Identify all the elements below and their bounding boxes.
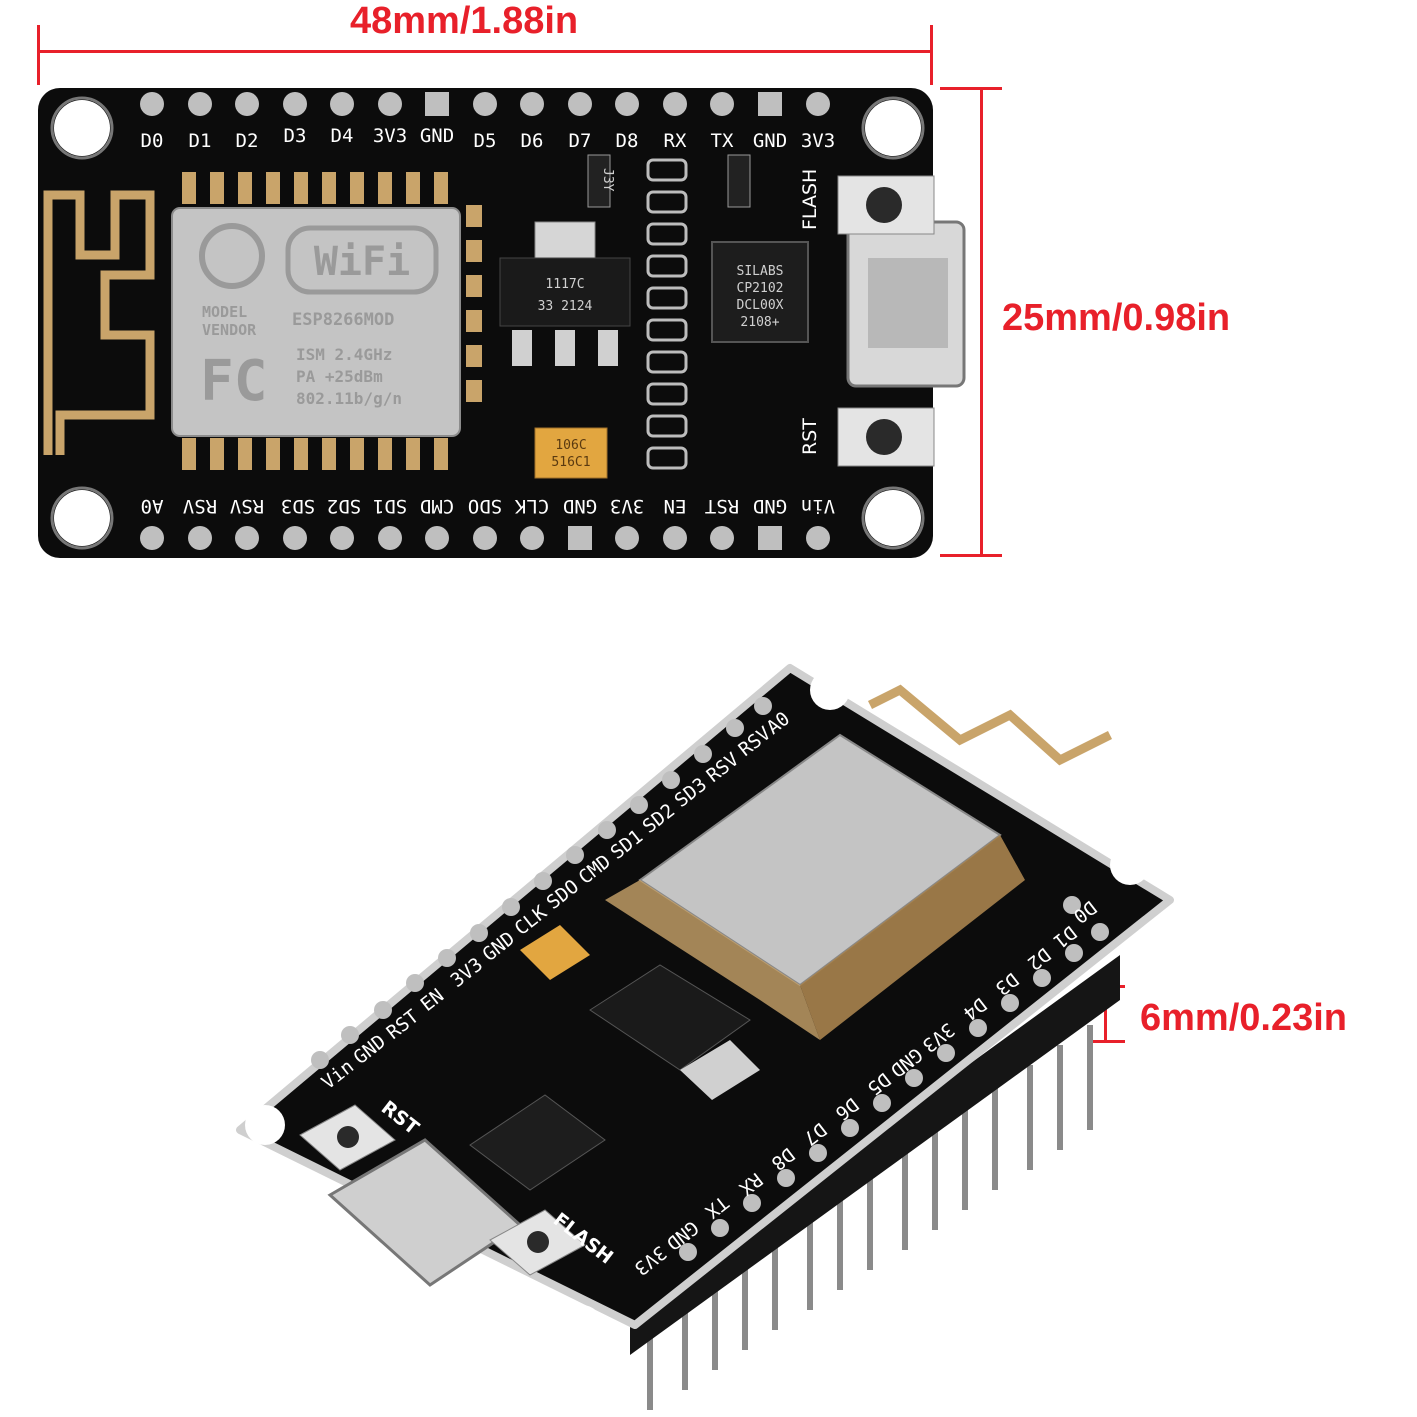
pin-label: GND: [753, 495, 787, 517]
svg-text:VENDOR: VENDOR: [202, 321, 257, 339]
pin-label: GND: [563, 495, 597, 517]
svg-text:SILABS: SILABS: [737, 264, 784, 279]
pin-dimension-line: [1104, 986, 1107, 1042]
svg-text:PA +25dBm: PA +25dBm: [296, 367, 383, 386]
height-dimension-label: 25mm/0.98in: [1002, 297, 1231, 339]
pin-label: SD2: [327, 495, 361, 517]
flash-label: FLASH: [799, 169, 821, 230]
pin-label: CLK: [514, 495, 549, 517]
pin-label: D5: [474, 130, 497, 152]
pin-label: 3V3: [610, 495, 644, 517]
svg-text:J3Y: J3Y: [600, 168, 615, 192]
height-dimension-tick-top: [940, 87, 1002, 90]
width-dimension-tick-left: [37, 25, 40, 85]
svg-text:516C1: 516C1: [551, 455, 590, 470]
pin-label: 3V3: [373, 125, 407, 147]
svg-text:ESP8266MOD: ESP8266MOD: [292, 310, 394, 330]
pin-label: 3V3: [801, 130, 835, 152]
board-angled-view: Vin GND RST EN 3V3 GND CLK SDO CMD SD1 S…: [236, 664, 1174, 1410]
pin-label: D0: [141, 130, 164, 152]
width-dimension-label: 48mm/1.88in: [350, 0, 579, 42]
svg-text:1117C: 1117C: [545, 277, 584, 292]
bottom-pin-labels: A0 RSV RSV SD3 SD2 SD1 CMD SDO CLK GND 3…: [141, 495, 836, 517]
pin-label: D8: [616, 130, 639, 152]
pin-label: D4: [331, 125, 354, 147]
height-dimension-line: [980, 88, 983, 556]
pin-label: EN: [664, 495, 687, 517]
pin-label: D6: [521, 130, 544, 152]
svg-text:MODEL: MODEL: [202, 303, 247, 321]
pin-label: D2: [236, 130, 259, 152]
svg-text:2108+: 2108+: [740, 315, 779, 330]
pin-label: D3: [284, 125, 307, 147]
pin-label: RSV: [230, 495, 264, 517]
svg-text:ISM 2.4GHz: ISM 2.4GHz: [296, 345, 392, 364]
board-top-view: D0 D1 D2 D3 D4 3V3 GND D5 D6 D7 D8 RX TX…: [38, 88, 966, 558]
pin-label: GND: [753, 130, 787, 152]
top-pin-labels: D0 D1 D2 D3 D4 3V3 GND D5 D6 D7 D8 RX TX…: [141, 125, 836, 152]
width-dimension-line: [38, 50, 933, 53]
esp8266-module-shield: [171, 207, 461, 437]
pin-label: TX: [711, 130, 734, 152]
width-dimension-tick-right: [930, 25, 933, 85]
svg-text:CP2102: CP2102: [737, 281, 784, 296]
pin-dimension-tick-bottom: [1093, 1040, 1125, 1043]
pin-label: SD3: [281, 495, 315, 517]
svg-text:802.11b/g/n: 802.11b/g/n: [296, 389, 402, 408]
svg-text:WiFi: WiFi: [314, 239, 410, 285]
pin-label: SDO: [468, 495, 502, 517]
pin-label: Vin: [801, 495, 835, 517]
pin-label: D1: [189, 130, 212, 152]
pin-label: SD1: [373, 495, 407, 517]
pin-label: RST: [705, 495, 739, 517]
pin-label: A0: [141, 495, 164, 517]
svg-text:DCL00X: DCL00X: [737, 298, 784, 313]
pin-label: RX: [664, 130, 687, 152]
pin-dimension-label: 6mm/0.23in: [1140, 997, 1347, 1039]
pin-label: CMD: [420, 495, 454, 517]
pin-label: RSV: [183, 495, 217, 517]
svg-text:33 2124: 33 2124: [538, 299, 593, 314]
svg-text:FC: FC: [200, 349, 267, 414]
pin-label: D7: [569, 130, 592, 152]
pin-label: GND: [420, 125, 454, 147]
svg-text:106C: 106C: [555, 438, 586, 453]
height-dimension-tick-bottom: [940, 554, 1002, 557]
rst-label: RST: [799, 418, 821, 455]
